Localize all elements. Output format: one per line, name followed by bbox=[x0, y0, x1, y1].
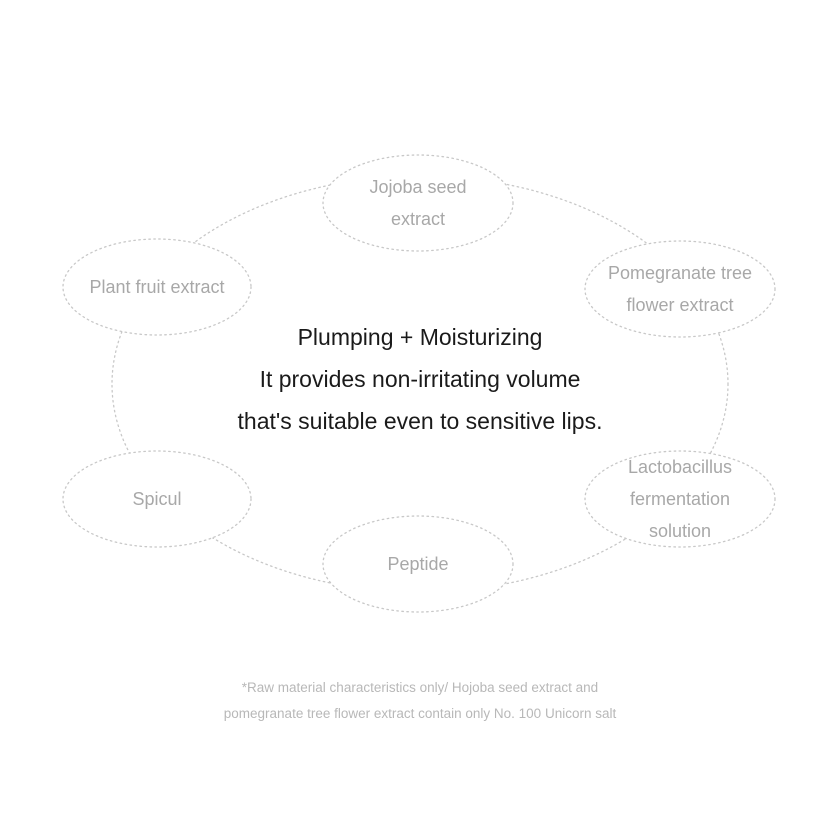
node-label-line: extract bbox=[390, 209, 445, 229]
ellipse-pomegranate bbox=[584, 240, 776, 338]
footnote-line-1: *Raw material characteristics only/ Hojo… bbox=[241, 680, 599, 695]
ellipse-peptide bbox=[322, 515, 514, 613]
ellipse-spicul bbox=[62, 450, 252, 548]
node-pomegranate-tree-flower-extract: Pomegranate tree flower extract bbox=[584, 240, 776, 338]
node-label-line: Jojoba seed bbox=[369, 177, 467, 197]
node-lactobacillus-fermentation-solution: Lactobacillus fermentation solution bbox=[584, 450, 776, 548]
center-description: Plumping + Moisturizing It provides non-… bbox=[120, 316, 720, 442]
node-spicul: Spicul bbox=[62, 450, 252, 548]
center-line-2: that's suitable even to sensitive lips. bbox=[237, 408, 603, 434]
footnote-line-2: pomegranate tree flower extract contain … bbox=[223, 706, 617, 721]
node-peptide: Peptide bbox=[322, 515, 514, 613]
node-label-line: fermentation bbox=[629, 489, 731, 509]
node-label-line: Peptide bbox=[387, 554, 449, 574]
ellipse-jojoba bbox=[322, 154, 514, 252]
node-label-line: Plant fruit extract bbox=[89, 277, 225, 297]
node-label-line: Lactobacillus bbox=[627, 457, 733, 477]
node-label-line: Spicul bbox=[132, 489, 182, 509]
center-title: Plumping + Moisturizing bbox=[297, 324, 543, 350]
node-jojoba-seed-extract: Jojoba seed extract bbox=[322, 154, 514, 252]
center-line-1: It provides non-irritating volume bbox=[259, 366, 581, 392]
ellipse-plant bbox=[62, 238, 252, 336]
ellipse-lacto bbox=[584, 450, 776, 548]
node-plant-fruit-extract: Plant fruit extract bbox=[62, 238, 252, 336]
node-label-line: Pomegranate tree bbox=[607, 263, 753, 283]
footnote: *Raw material characteristics only/ Hojo… bbox=[120, 675, 720, 727]
node-label-line: solution bbox=[648, 521, 712, 541]
node-label-line: flower extract bbox=[626, 295, 734, 315]
